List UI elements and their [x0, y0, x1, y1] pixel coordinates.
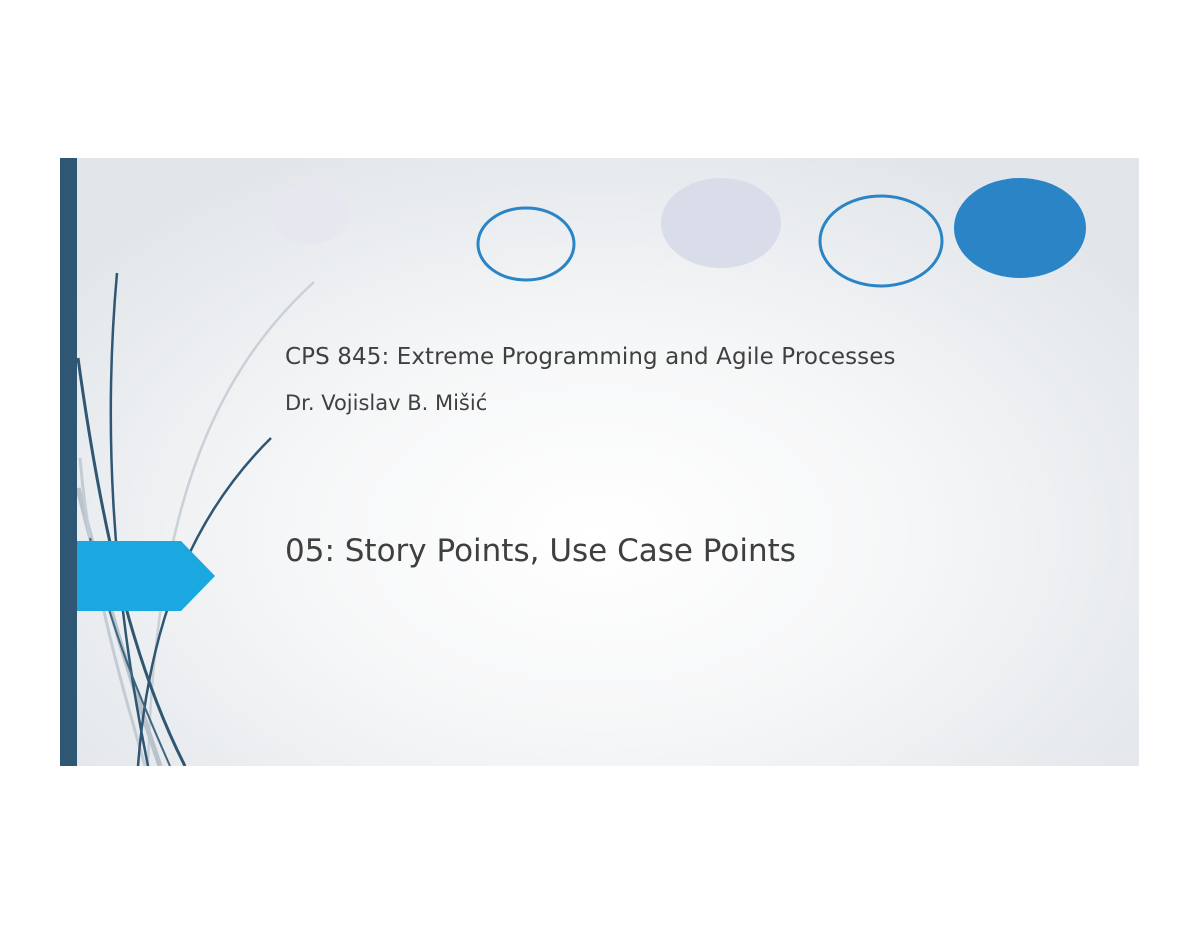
swoosh-line-light-3	[78, 457, 147, 766]
swoosh-line-light-2	[75, 487, 163, 766]
blue-circle-filled	[954, 178, 1086, 278]
course-title: CPS 845: Extreme Programming and Agile P…	[285, 344, 896, 370]
lavender-circle-large	[661, 178, 781, 268]
lecture-title: 05: Story Points, Use Case Points	[285, 533, 796, 569]
instructor-name: Dr. Vojislav B. Mišić	[285, 391, 488, 415]
left-bar-overlay	[60, 158, 77, 766]
blue-ring-large	[818, 194, 944, 288]
blue-ring-small	[476, 206, 576, 282]
arrow-tab	[60, 541, 215, 611]
swoosh-line-light-1	[146, 281, 315, 766]
slide-decoration	[60, 158, 1086, 766]
lavender-circle-small	[271, 184, 349, 244]
title-slide: CPS 845: Extreme Programming and Agile P…	[60, 158, 1139, 766]
swoosh-line-dark-1	[109, 272, 150, 766]
